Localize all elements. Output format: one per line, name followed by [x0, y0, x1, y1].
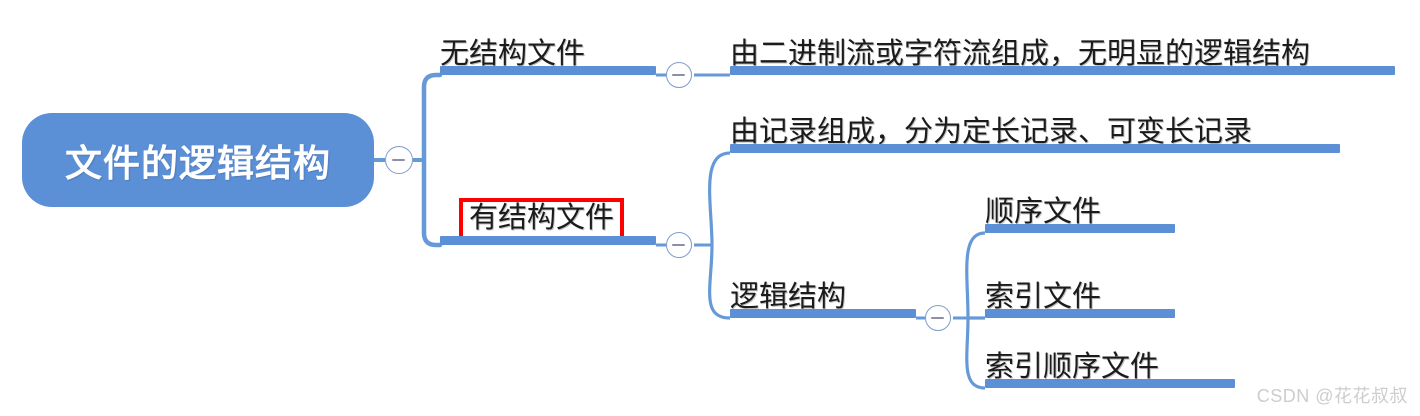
collapse-minus-icon-root[interactable] — [385, 146, 413, 174]
node-unstructured-file[interactable]: 无结构文件 — [440, 24, 656, 75]
node-underline-bar — [985, 379, 1235, 388]
watermark: CSDN @花花叔叔 — [1256, 386, 1408, 406]
node-underline-bar — [985, 224, 1175, 233]
node-index-file[interactable]: 索引文件 — [985, 267, 1175, 318]
node-index-sequential-file-label: 索引顺序文件 — [985, 350, 1160, 383]
node-underline-bar — [985, 309, 1175, 318]
node-underline-bar — [730, 144, 1340, 153]
collapse-minus-icon-structured-file[interactable] — [666, 232, 692, 258]
node-structured-file-label: 有结构文件 — [459, 197, 625, 240]
node-sequential-file[interactable]: 顺序文件 — [985, 182, 1175, 233]
node-logical-structure-label: 逻辑结构 — [730, 280, 847, 313]
node-structured-file[interactable]: 有结构文件 — [440, 194, 656, 245]
node-underline-bar — [440, 236, 656, 245]
node-underline-bar — [730, 309, 916, 318]
node-structured-desc[interactable]: 由记录组成，分为定长记录、可变长记录 — [730, 102, 1340, 153]
node-underline-bar — [440, 66, 656, 75]
node-unstructured-desc[interactable]: 由二进制流或字符流组成，无明显的逻辑结构 — [730, 24, 1395, 75]
node-structured-desc-label: 由记录组成，分为定长记录、可变长记录 — [730, 115, 1253, 148]
node-logical-structure[interactable]: 逻辑结构 — [730, 267, 916, 318]
node-underline-bar — [730, 66, 1395, 75]
collapse-minus-icon-logical-structure[interactable] — [925, 305, 951, 331]
node-unstructured-desc-label: 由二进制流或字符流组成，无明显的逻辑结构 — [730, 37, 1311, 70]
root-node[interactable]: 文件的逻辑结构 — [22, 113, 374, 207]
node-unstructured-file-label: 无结构文件 — [440, 37, 586, 70]
node-sequential-file-label: 顺序文件 — [985, 195, 1102, 228]
root-node-label: 文件的逻辑结构 — [65, 143, 331, 184]
collapse-minus-icon-unstructured-file[interactable] — [666, 62, 692, 88]
node-index-file-label: 索引文件 — [985, 280, 1102, 313]
node-index-sequential-file[interactable]: 索引顺序文件 — [985, 337, 1235, 388]
